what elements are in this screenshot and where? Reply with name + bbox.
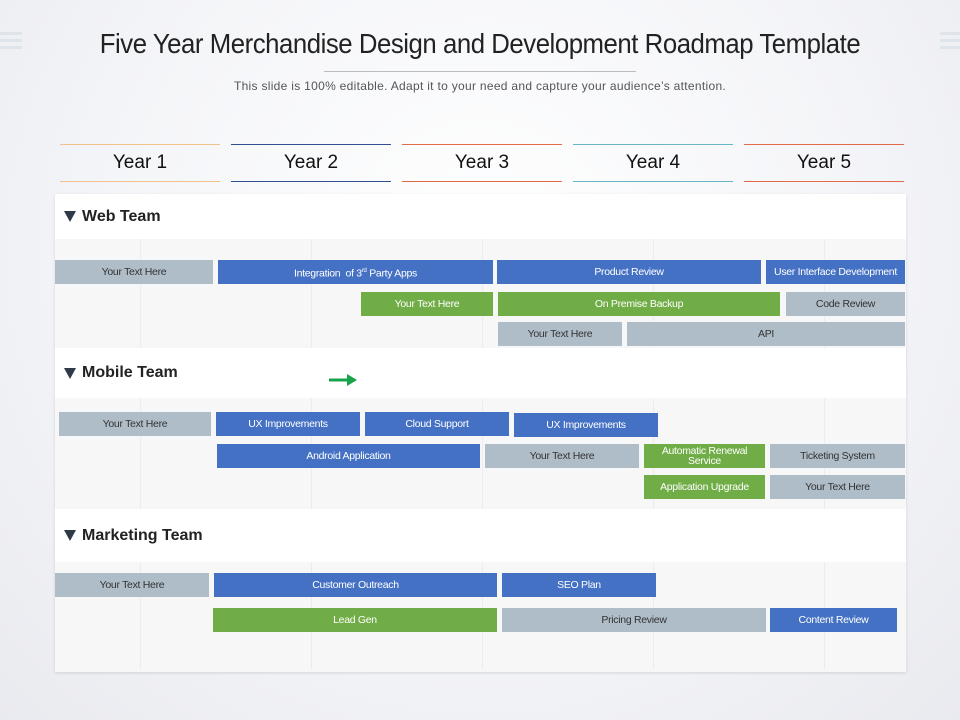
- section-header-marketing-team[interactable]: Marketing Team: [55, 509, 906, 562]
- section-label: Mobile Team: [82, 364, 178, 381]
- task-bar[interactable]: Product Review: [497, 260, 761, 284]
- page-subtitle: This slide is 100% editable. Adapt it to…: [233, 79, 727, 93]
- section-label: Marketing Team: [82, 526, 203, 544]
- task-bar[interactable]: Your Text Here: [361, 292, 493, 316]
- task-bar[interactable]: UX Improvements: [514, 413, 658, 437]
- task-bar[interactable]: Integration of 3rd Party Apps: [218, 260, 493, 284]
- year-header-2: Year 2: [231, 144, 391, 182]
- task-bar[interactable]: Your Text Here: [55, 260, 213, 284]
- grid-line: [482, 239, 483, 669]
- task-bar[interactable]: Android Application: [217, 444, 480, 468]
- section-label: Web Team: [82, 207, 161, 225]
- task-bar[interactable]: Your Text Here: [59, 412, 211, 436]
- task-bar[interactable]: Lead Gen: [213, 608, 497, 632]
- task-bar[interactable]: Your Text Here: [55, 573, 209, 597]
- collapse-triangle-icon[interactable]: [64, 211, 76, 222]
- title-divider: [324, 71, 636, 72]
- section-header-mobile-team[interactable]: Mobile Team: [55, 348, 906, 398]
- collapse-triangle-icon[interactable]: [64, 367, 76, 379]
- task-bar[interactable]: Your Text Here: [485, 444, 639, 468]
- task-bar[interactable]: Code Review: [786, 292, 905, 316]
- task-bar[interactable]: API: [627, 322, 905, 346]
- year-header-5: Year 5: [744, 144, 904, 182]
- collapse-triangle-icon[interactable]: [64, 530, 76, 541]
- decorative-lines-left: [0, 32, 22, 58]
- year-header-1: Year 1: [60, 144, 220, 182]
- arrow-right-icon: [329, 374, 357, 386]
- section-header-web-team[interactable]: Web Team: [55, 194, 906, 239]
- task-bar[interactable]: Content Review: [770, 608, 897, 632]
- page-title: Five Year Merchandise Design and Develop…: [99, 28, 861, 59]
- task-bar[interactable]: Automatic Renewal Service: [644, 444, 765, 468]
- task-bar[interactable]: Ticketing System: [770, 444, 905, 468]
- task-bar[interactable]: Application Upgrade: [644, 475, 765, 499]
- decorative-lines-right: [940, 32, 960, 58]
- task-bar[interactable]: UX Improvements: [216, 412, 360, 436]
- task-bar[interactable]: Cloud Support: [365, 412, 509, 436]
- year-header-4: Year 4: [573, 144, 733, 182]
- task-bar-label: Integration of 3rd Party Apps: [293, 267, 418, 280]
- task-bar[interactable]: Customer Outreach: [214, 573, 497, 597]
- task-bar[interactable]: Pricing Review: [502, 608, 766, 632]
- grid-line: [140, 239, 141, 669]
- task-bar[interactable]: SEO Plan: [502, 573, 656, 597]
- task-bar[interactable]: On Premise Backup: [498, 292, 780, 316]
- task-bar[interactable]: User Interface Development: [766, 260, 905, 284]
- task-bar[interactable]: Your Text Here: [498, 322, 622, 346]
- year-header-3: Year 3: [402, 144, 562, 182]
- task-bar[interactable]: Your Text Here: [770, 475, 905, 499]
